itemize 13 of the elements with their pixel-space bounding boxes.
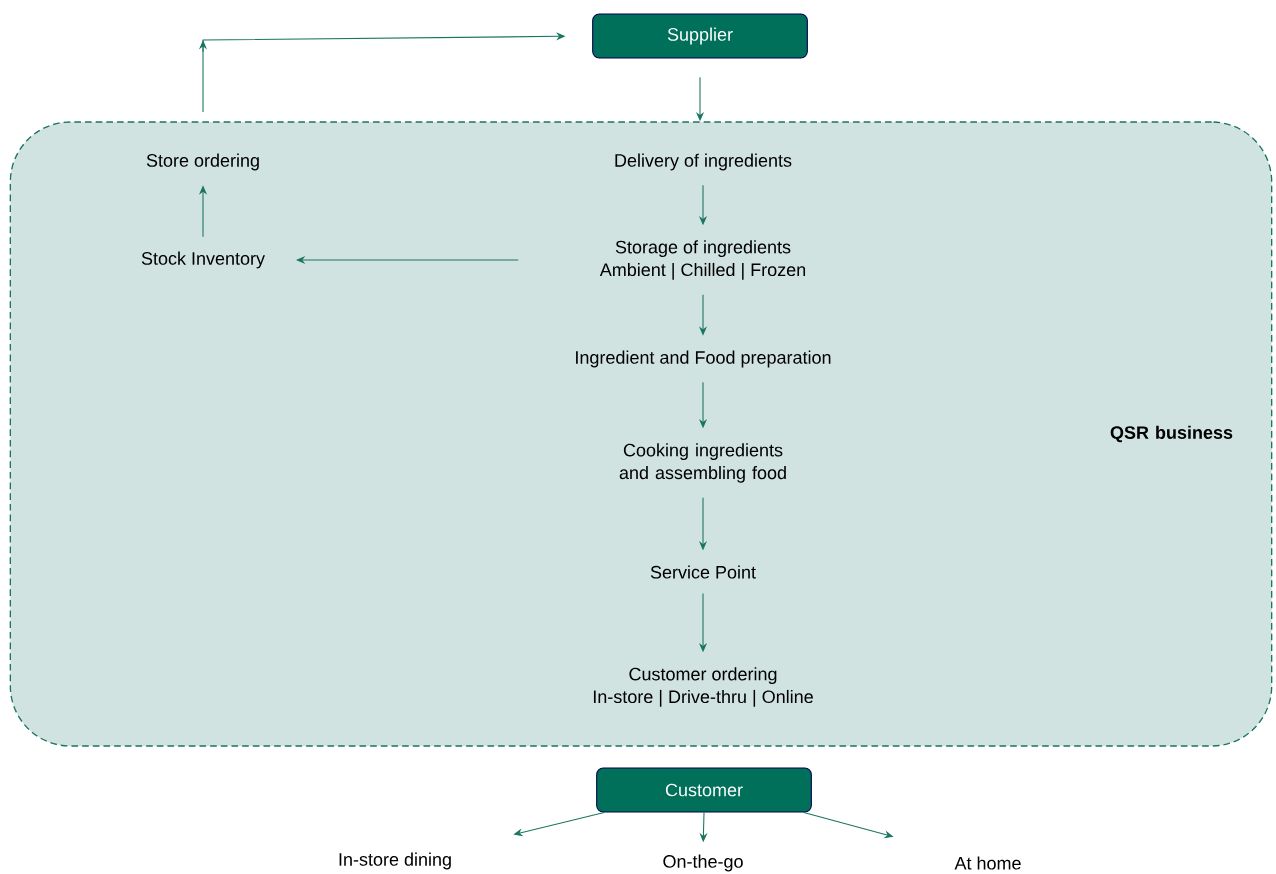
step-text: Service Point: [650, 565, 756, 579]
step-text: Customer ordering In-store | Drive-thru | Online: [593, 667, 813, 707]
step-text: Stock Inventory: [141, 251, 265, 269]
customer-box: Customer: [596, 767, 812, 813]
outcome-text: On-the-go: [663, 854, 743, 872]
step-text: Ingredient and Food preparation: [576, 350, 831, 368]
supplier-box: Supplier: [592, 13, 808, 59]
step-text: Cooking ingredients and assembling food: [619, 443, 786, 483]
step-text: Store ordering: [146, 153, 259, 171]
outcome-text: In-store dining: [339, 852, 451, 870]
step-text: Delivery of ingredients: [615, 153, 792, 171]
outcome-text: At home: [954, 856, 1021, 870]
step-text: Storage of ingredients Ambient | Chilled | Frozen: [599, 240, 806, 280]
